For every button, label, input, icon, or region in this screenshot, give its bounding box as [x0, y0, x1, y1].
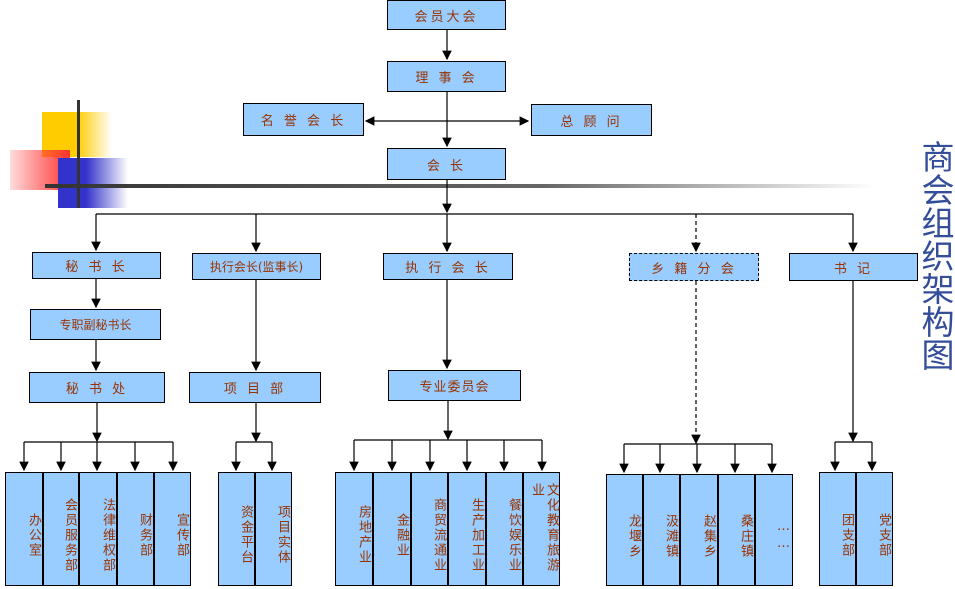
leaf-committee: 商贸流通业 — [411, 472, 448, 586]
leaf-branch: 龙堰乡 — [606, 474, 643, 586]
decorative-logo — [10, 100, 128, 210]
chart-title: 商会组织架构图 — [916, 140, 955, 371]
node-council: 理 事 会 — [387, 61, 506, 92]
node-executive-supervisor: 执行会长(监事长) — [192, 253, 321, 280]
leaf-branch: 桑庄镇 — [718, 474, 755, 586]
decorative-line — [45, 184, 875, 188]
node-advisor: 总 顾 问 — [531, 104, 652, 136]
leaf-party: 团支部 — [819, 472, 856, 586]
leaf-party: 党支部 — [856, 472, 893, 586]
leaf-committee: 餐饮娱乐业 — [486, 472, 523, 586]
leaf-secretariat: 财务部 — [117, 472, 154, 586]
leaf-branch: …… — [755, 474, 793, 586]
node-project-dept: 项 目 部 — [189, 372, 321, 403]
node-secretary-general: 秘 书 长 — [32, 252, 161, 279]
node-honorary-president: 名 誉 会 长 — [243, 103, 364, 136]
leaf-branch: 汲滩镇 — [643, 474, 680, 586]
leaf-secretariat: 办公室 — [5, 472, 43, 586]
node-party-secretary: 书 记 — [789, 253, 918, 281]
node-assembly: 会员大会 — [387, 0, 506, 30]
node-president: 会 长 — [387, 148, 506, 180]
leaf-branch: 赵集乡 — [680, 474, 718, 586]
leaf-project: 资金平台 — [218, 472, 255, 586]
node-hometown-branch: 乡 籍 分 会 — [629, 253, 759, 281]
leaf-secretariat: 宣传部 — [154, 472, 191, 586]
leaf-secretariat: 会员服务部 — [43, 472, 79, 586]
leaf-project: 项目实体 — [255, 472, 292, 586]
leaf-committee: 金融业 — [373, 472, 411, 586]
leaf-secretariat: 法律维权部 — [79, 472, 117, 586]
leaf-committee: 房地产业 — [335, 472, 373, 586]
node-secretariat: 秘 书 处 — [29, 372, 165, 403]
node-executive-president: 执 行 会 长 — [383, 253, 513, 280]
node-professional-committee: 专业委员会 — [388, 370, 521, 401]
leaf-committee: 文化教育旅游业 — [523, 472, 560, 586]
leaf-committee: 生产加工业 — [448, 472, 486, 586]
node-deputy-secretary: 专职副秘书长 — [30, 309, 161, 340]
